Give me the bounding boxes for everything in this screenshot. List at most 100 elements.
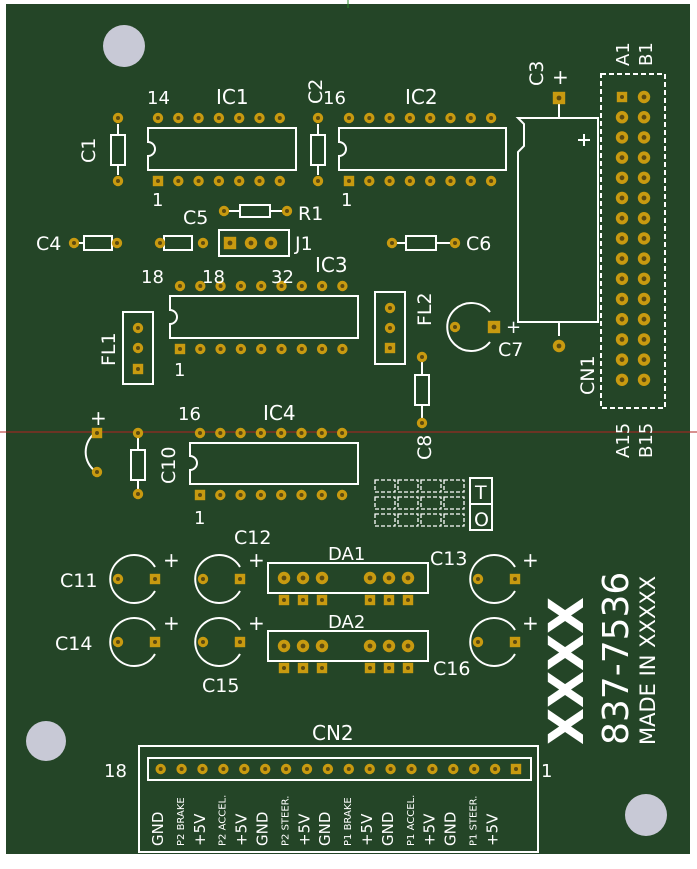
made-in-label: MADE IN XXXXX [636, 576, 660, 745]
ic3-pad [337, 343, 348, 355]
ic3-label: IC3 [315, 253, 348, 277]
ic2-pad [384, 112, 395, 124]
c7-plus-mark: + [506, 317, 521, 338]
da-pad [315, 639, 329, 653]
c11-plus-mark: + [163, 548, 180, 572]
fl2-label: FL2 [414, 292, 436, 326]
ic4-pad [215, 489, 226, 501]
cn1-pad [615, 292, 629, 306]
j1-pad [223, 236, 237, 250]
c1-pad [112, 175, 124, 187]
cn2-pad [343, 763, 354, 775]
ic2-pad [485, 175, 497, 187]
ic3-pad [296, 343, 307, 355]
cn1-pad [615, 252, 629, 265]
cn1-b15-label: B15 [636, 423, 657, 458]
ic4-label: IC4 [263, 401, 296, 425]
cn1-pad [637, 373, 651, 386]
c16-label: C16 [433, 658, 470, 680]
r1-label: R1 [298, 203, 323, 225]
da-pad [382, 571, 396, 585]
cn1-pad [637, 90, 651, 104]
ic4-pad [194, 489, 206, 501]
ic1-pad [152, 112, 164, 124]
c2-label: C2 [305, 79, 327, 104]
ic1-pad [193, 175, 204, 187]
cn2-pin-name: P1 STEER. [469, 796, 480, 846]
da-pad [364, 662, 376, 674]
ic4-pad [255, 489, 267, 501]
c9-pad [91, 466, 103, 478]
c10-pad [132, 488, 144, 500]
cn2-pad [322, 763, 334, 775]
r1-pad [218, 205, 230, 217]
fl1-pad [132, 342, 144, 354]
cn1-pad [637, 292, 651, 306]
cn1-pad [615, 212, 629, 225]
ic3-pad [195, 343, 206, 355]
cn2-pad [280, 763, 292, 775]
ic1-pad [254, 175, 265, 187]
ic2-pad [404, 175, 416, 187]
cn2-pin-name: +5V [483, 813, 501, 846]
electrolytic-pad [112, 573, 124, 585]
da-pad [296, 571, 310, 585]
c9-plus-mark: + [90, 406, 107, 430]
ic3-pad [316, 343, 328, 355]
cn2-pad [155, 763, 166, 775]
ic4-pad [336, 489, 348, 501]
fl2-pad [384, 322, 396, 334]
da-pad [363, 571, 377, 585]
da-pad [297, 594, 309, 606]
designators: 14 IC1 1 16 IC2 1 18 18 32 IC3 1 16 IC4 … [36, 42, 660, 782]
c13-label: C13 [430, 548, 467, 570]
cn2-pad [239, 763, 250, 775]
c2-pad [312, 175, 324, 187]
ic3-pad [256, 280, 267, 292]
cn2-pin-name: GND [254, 812, 272, 846]
ic3-pad [215, 343, 226, 355]
ic2-pad [364, 175, 375, 187]
c8-pad [416, 417, 428, 429]
electrolytic-pad [197, 573, 209, 585]
ic1-pad [234, 175, 245, 187]
cn1-pad [615, 373, 629, 386]
cn2-pin-name: GND [316, 812, 334, 846]
da2-label: DA2 [328, 612, 365, 633]
da-pad [316, 662, 328, 674]
c5-pad [154, 237, 166, 249]
da-pad [297, 662, 309, 674]
ic3-pad [256, 343, 267, 355]
cn1-label: CN1 [577, 355, 599, 395]
cn2-pin-name: +5V [421, 813, 439, 846]
electrolytic-pad [472, 573, 484, 585]
cn1-pad [637, 232, 651, 245]
ic4-pad [255, 427, 267, 439]
c12-plus-mark: + [248, 548, 265, 572]
ic1-pad [274, 112, 285, 124]
da-pad [383, 662, 395, 674]
c15-label: C15 [202, 675, 239, 697]
cn1-pad [615, 111, 629, 124]
ic3-pin-hi-label: 32 [271, 267, 294, 288]
electrolytic-pad [112, 636, 124, 648]
electrolytic-pad [472, 636, 484, 648]
c10-label: C10 [158, 447, 180, 484]
ic4-pad [276, 489, 287, 501]
fl1-pad [132, 322, 144, 334]
ic4-pin1-label: 1 [194, 508, 205, 529]
cn2-pin-name: +5V [358, 813, 376, 846]
c4-label: C4 [36, 233, 61, 255]
ic4-pin-hi-label: 16 [178, 404, 201, 425]
c14-plus-mark: + [163, 611, 180, 635]
cn1-pad [615, 191, 629, 205]
c1-label: C1 [78, 138, 100, 163]
da-pad [382, 639, 396, 653]
cn1-pad [615, 313, 629, 326]
cn2-pin-name: P1 BRAKE [343, 797, 354, 846]
j1-label: J1 [294, 233, 313, 255]
c10-pad [132, 427, 144, 439]
cn2-pin-name: GND [442, 812, 460, 846]
electrolytic-pad [149, 636, 161, 648]
